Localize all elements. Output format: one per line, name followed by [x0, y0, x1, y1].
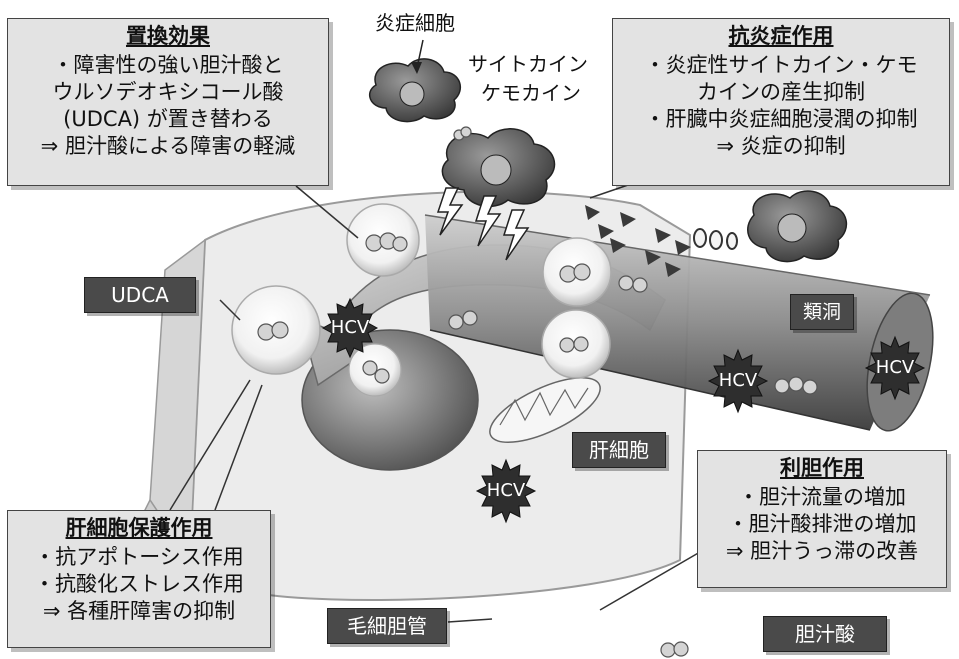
udca-label: UDCA: [84, 277, 196, 313]
choleretic-box: 利胆作用 ・胆汁流量の増加 ・胆汁酸排泄の増加 ⇒ 胆汁うっ滞の改善: [697, 450, 947, 588]
leukocyte-trail: [693, 228, 738, 250]
bile-acid-label: 胆汁酸: [763, 616, 887, 652]
protection-line-3: ⇒ 各種肝障害の抑制: [42, 599, 236, 623]
choleretic-line-1: ・胆汁流量の増加: [738, 485, 906, 509]
inflammatory-cell-2: [441, 128, 556, 208]
hepatocyte-protection-box: 肝細胞保護作用 ・抗アポトーシス作用 ・抗酸化ストレス作用 ⇒ 各種肝障害の抑制: [7, 510, 271, 648]
replacement-effect-box: 置換効果 ・障害性の強い胆汁酸と ウルソデオキシコール酸 (UDCA) が置き替…: [7, 18, 329, 186]
mitochondrion: [489, 376, 601, 444]
hcv-label-2: HCV: [718, 370, 758, 391]
replacement-effect-title: 置換効果: [126, 24, 210, 48]
hepatocyte-protection-title: 肝細胞保護作用: [65, 516, 213, 540]
bile-canaliculus-label: 毛細胆管: [327, 608, 447, 644]
anti-inflammatory-line-3: ・肝臓中炎症細胞浸潤の抑制: [644, 107, 918, 131]
hcv-label-4: HCV: [486, 480, 526, 501]
inflammatory-cell-1: [368, 58, 462, 123]
pointer-arrow-icon: [411, 39, 424, 74]
callout-pointers: [169, 184, 701, 623]
choleretic-line-2: ・胆汁酸排泄の増加: [727, 512, 917, 536]
chemokine-label: ケモカイン: [481, 81, 581, 105]
lightning-icons: [436, 187, 530, 261]
inflammatory-cell-label: 炎症細胞: [375, 11, 455, 35]
anti-inflammatory-title: 抗炎症作用: [728, 24, 834, 48]
choleretic-line-3: ⇒ 胆汁うっ滞の改善: [725, 539, 919, 563]
anti-inflammatory-box: 抗炎症作用 ・炎症性サイトカイン・ケモ カインの産生抑制 ・肝臓中炎症細胞浸潤の…: [612, 18, 950, 186]
replacement-line-4: ⇒ 胆汁酸による障害の軽減: [40, 134, 296, 158]
hcv-particles: [321, 297, 926, 524]
choleretic-title: 利胆作用: [780, 456, 864, 480]
anti-inflammatory-line-2: カインの産生抑制: [697, 80, 865, 104]
replacement-line-2: ウルソデオキシコール酸: [52, 80, 284, 104]
sinusoid-label: 類洞: [790, 294, 854, 330]
bile-acid-molecules: [257, 126, 818, 658]
hepatocyte-label: 肝細胞: [572, 432, 666, 468]
replacement-line-3: (UDCA) が置き替わる: [63, 107, 273, 131]
anti-inflammatory-line-1: ・炎症性サイトカイン・ケモ: [644, 53, 918, 77]
cytokine-markers: [585, 205, 691, 277]
protection-line-2: ・抗酸化ストレス作用: [34, 572, 244, 596]
inflammatory-cell-3: [747, 190, 848, 263]
hcv-label-3: HCV: [875, 357, 915, 378]
replacement-line-1: ・障害性の強い胆汁酸と: [52, 53, 284, 77]
cytokine-label: サイトカイン: [468, 52, 588, 76]
anti-inflammatory-line-4: ⇒ 炎症の抑制: [716, 134, 846, 158]
hcv-label-1: HCV: [330, 317, 370, 338]
protection-line-1: ・抗アポトーシス作用: [34, 545, 244, 569]
